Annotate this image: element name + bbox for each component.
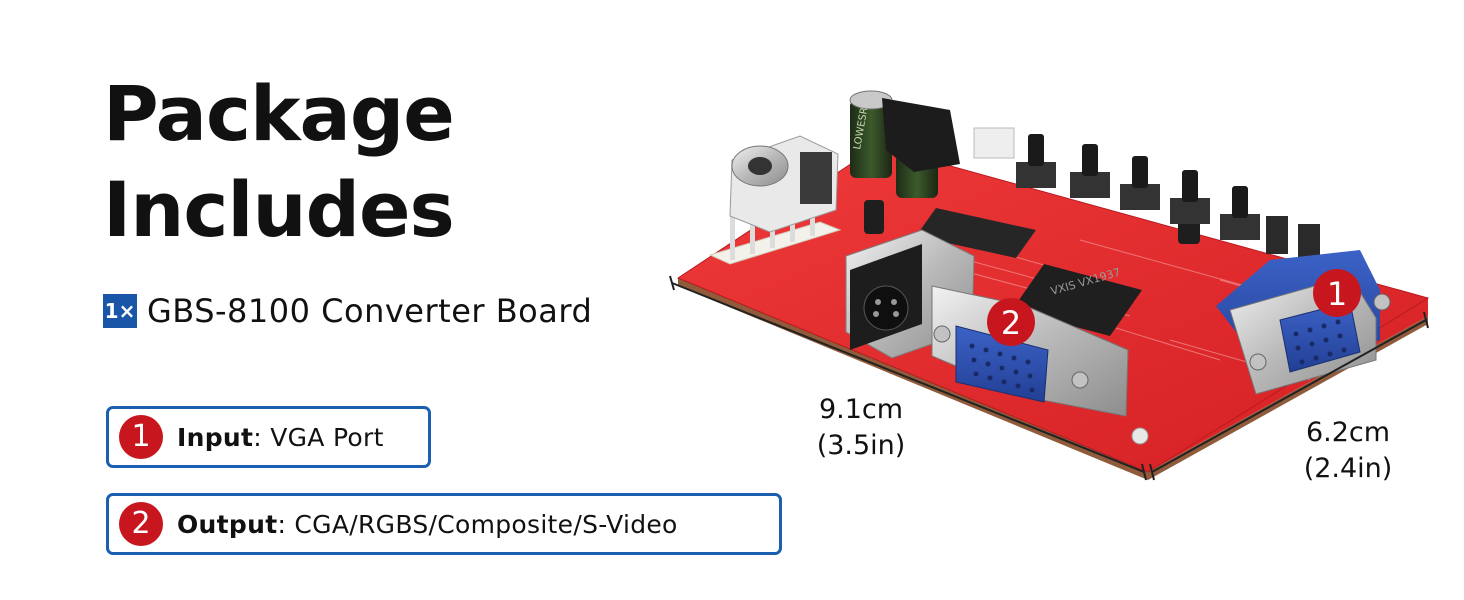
- push-buttons: [1016, 134, 1320, 262]
- length-in: (3.5in): [816, 430, 906, 461]
- input-port-card: 1 Input: VGA Port: [106, 406, 431, 468]
- input-port-text: Input: VGA Port: [177, 423, 384, 452]
- output-port-card: 2 Output: CGA/RGBS/Composite/S-Video: [106, 493, 782, 555]
- length-cm: 9.1cm: [818, 394, 904, 425]
- output-port-text: Output: CGA/RGBS/Composite/S-Video: [177, 510, 678, 539]
- secondary-chip: [916, 208, 1036, 258]
- width-cm: 6.2cm: [1305, 417, 1391, 448]
- page-title: Package Includes: [103, 66, 455, 258]
- number-badge-1: 1: [119, 415, 163, 459]
- output-port-value: : CGA/RGBS/Composite/S-Video: [277, 509, 678, 539]
- board-marker-1-text: 1: [1327, 275, 1347, 313]
- board-marker-1: 1: [1313, 269, 1361, 317]
- dc-power-jack: [882, 98, 960, 172]
- width-dimension-label: 6.2cm (2.4in): [1287, 415, 1409, 487]
- number-badge-2: 2: [119, 502, 163, 546]
- board-marker-2: 2: [987, 298, 1035, 346]
- title-line-2: Includes: [103, 165, 455, 254]
- width-in: (2.4in): [1303, 453, 1393, 484]
- length-dimension-line: [669, 275, 1147, 481]
- input-port-label: Input: [177, 422, 254, 452]
- board-marker-2-text: 2: [1001, 304, 1021, 342]
- converter-board-image: LOWESR VXIS VX1937: [669, 90, 1430, 481]
- pcb-edge: [678, 278, 1428, 480]
- length-dimension-label: 9.1cm (3.5in): [800, 392, 922, 464]
- quantity-badge: 1×: [103, 294, 137, 328]
- package-item-row: 1× GBS-8100 Converter Board: [103, 292, 592, 330]
- input-port-value: : VGA Port: [253, 422, 384, 452]
- title-line-1: Package: [103, 69, 455, 158]
- package-item-label: GBS-8100 Converter Board: [147, 292, 593, 330]
- width-dimension-line: [1149, 311, 1429, 481]
- output-port-label: Output: [177, 509, 278, 539]
- mounting-hole: [1131, 427, 1149, 445]
- rca-jack: [729, 135, 839, 233]
